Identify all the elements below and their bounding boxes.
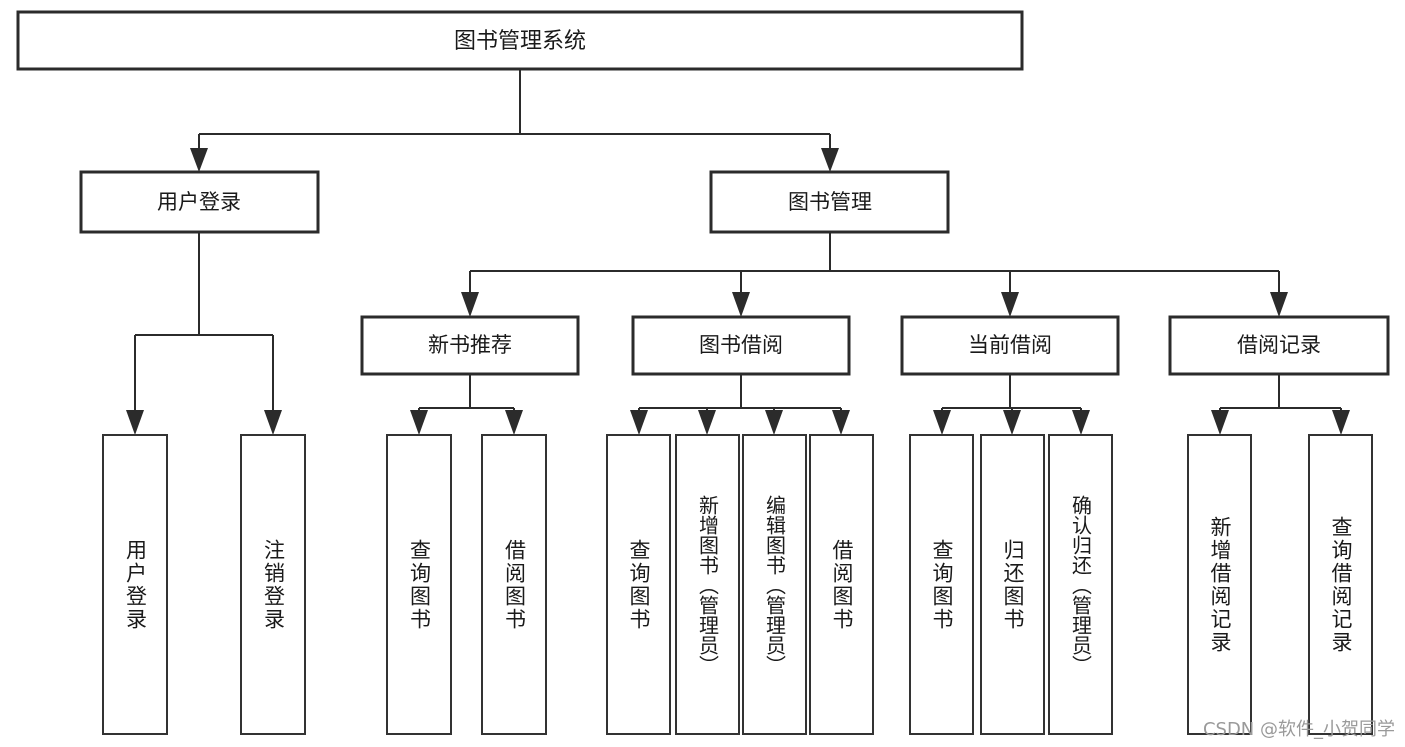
node-box-leaf-confirm-return[interactable] bbox=[1047, 433, 1114, 736]
arrow-head-leaf-query-record bbox=[1332, 410, 1350, 435]
node-box-current-borrow[interactable] bbox=[900, 315, 1120, 376]
node-box-leaf-logout[interactable] bbox=[239, 433, 307, 736]
node-label-book-borrow: 图书借阅 bbox=[699, 333, 783, 357]
node-box-leaf-query-book-3[interactable] bbox=[908, 433, 975, 736]
arrow-head-leaf-query-book-3 bbox=[933, 410, 951, 435]
node-box-leaf-borrow-book-2[interactable] bbox=[808, 433, 875, 736]
arrow-head-borrow-record bbox=[1270, 292, 1288, 317]
node-label-current-borrow: 当前借阅 bbox=[968, 333, 1052, 357]
node-box-leaf-add-book[interactable] bbox=[674, 433, 741, 736]
watermark-text: CSDN @软件_小贺同学 bbox=[1202, 719, 1395, 740]
arrow-head-leaf-confirm-return bbox=[1072, 410, 1090, 435]
node-box-new-book-recommend[interactable] bbox=[360, 315, 580, 376]
node-box-leaf-add-record[interactable] bbox=[1186, 433, 1253, 736]
arrow-head-leaf-query-book-1 bbox=[410, 410, 428, 435]
arrow-head-leaf-return-book bbox=[1003, 410, 1021, 435]
node-label-new-book-recommend: 新书推荐 bbox=[428, 333, 512, 357]
arrow-head-current-borrow bbox=[1001, 292, 1019, 317]
node-box-leaf-borrow-book-1[interactable] bbox=[480, 433, 548, 736]
arrow-head-new-book bbox=[461, 292, 479, 317]
arrow-head-leaf-edit-book bbox=[765, 410, 783, 435]
node-box-user-login[interactable] bbox=[79, 170, 320, 234]
arrow-head-book-borrow bbox=[732, 292, 750, 317]
node-box-leaf-user-login[interactable] bbox=[101, 433, 169, 736]
node-label-book-manage: 图书管理 bbox=[788, 190, 872, 214]
node-box-book-borrow[interactable] bbox=[631, 315, 851, 376]
arrow-head-leaf-borrow-book-1 bbox=[505, 410, 523, 435]
node-box-leaf-query-record[interactable] bbox=[1307, 433, 1374, 736]
arrow-head-leaf-add-book bbox=[698, 410, 716, 435]
node-box-leaf-query-book-2[interactable] bbox=[605, 433, 672, 736]
arrow-head-user-login bbox=[190, 148, 208, 172]
node-box-borrow-record[interactable] bbox=[1168, 315, 1390, 376]
node-box-leaf-query-book-1[interactable] bbox=[385, 433, 453, 736]
node-box-book-manage[interactable] bbox=[709, 170, 950, 234]
arrow-head-leaf-add-record bbox=[1211, 410, 1229, 435]
arrow-head-leaf-logout bbox=[264, 410, 282, 435]
node-box-root[interactable] bbox=[16, 10, 1024, 71]
arrow-head-leaf-borrow-book-2 bbox=[832, 410, 850, 435]
node-layer: 图书管理系统 用户登录 图书管理 新书推荐 图书借阅 当前借阅 借阅记录 bbox=[16, 10, 1390, 736]
connector-layer bbox=[126, 69, 1350, 435]
arrow-head-leaf-query-book-2 bbox=[630, 410, 648, 435]
arrow-head-book-manage bbox=[821, 148, 839, 172]
node-label-root: 图书管理系统 bbox=[454, 29, 586, 54]
arrow-head-leaf-user-login bbox=[126, 410, 144, 435]
node-label-user-login: 用户登录 bbox=[157, 190, 241, 214]
node-box-leaf-return-book[interactable] bbox=[979, 433, 1046, 736]
node-label-borrow-record: 借阅记录 bbox=[1237, 333, 1321, 357]
node-box-leaf-edit-book[interactable] bbox=[741, 433, 808, 736]
